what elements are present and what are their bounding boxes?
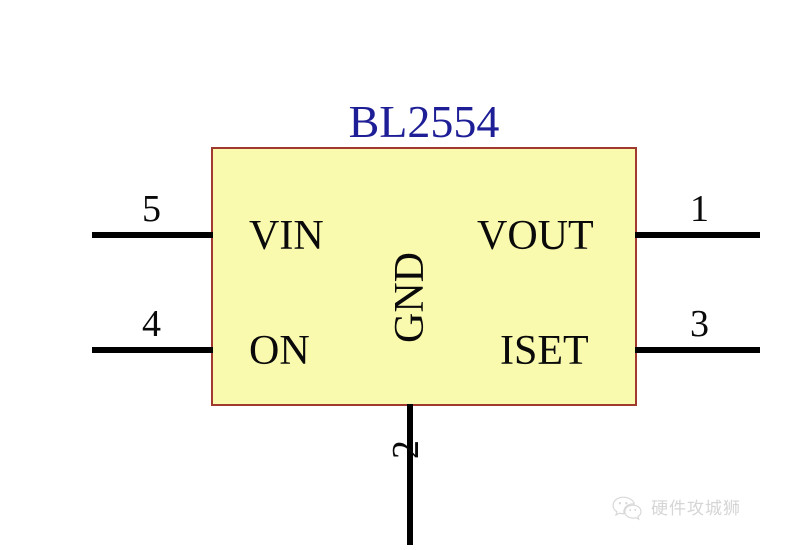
pin-label-vout: VOUT (477, 213, 594, 259)
pin-number-3: 3 (690, 303, 709, 345)
pin-label-gnd: GND (387, 252, 433, 343)
pin-label-vin: VIN (249, 213, 324, 259)
wechat-icon (612, 496, 642, 521)
pin-number-5: 5 (142, 188, 161, 230)
pin-label-iset: ISET (500, 328, 589, 374)
chip-body (211, 147, 637, 406)
pin-label-on: ON (249, 328, 310, 374)
pin-wire-2 (407, 404, 413, 545)
pin-wire-3 (635, 347, 760, 353)
pin-number-1: 1 (690, 188, 709, 230)
watermark: 硬件攻城狮 (612, 496, 741, 522)
pin-wire-1 (635, 232, 760, 238)
pin-wire-4 (92, 347, 213, 353)
pin-wire-5 (92, 232, 213, 238)
pin-number-4: 4 (142, 303, 161, 345)
chip-title: BL2554 (348, 96, 500, 147)
pin-number-2: 2 (385, 440, 427, 459)
watermark-text: 硬件攻城狮 (651, 499, 741, 519)
